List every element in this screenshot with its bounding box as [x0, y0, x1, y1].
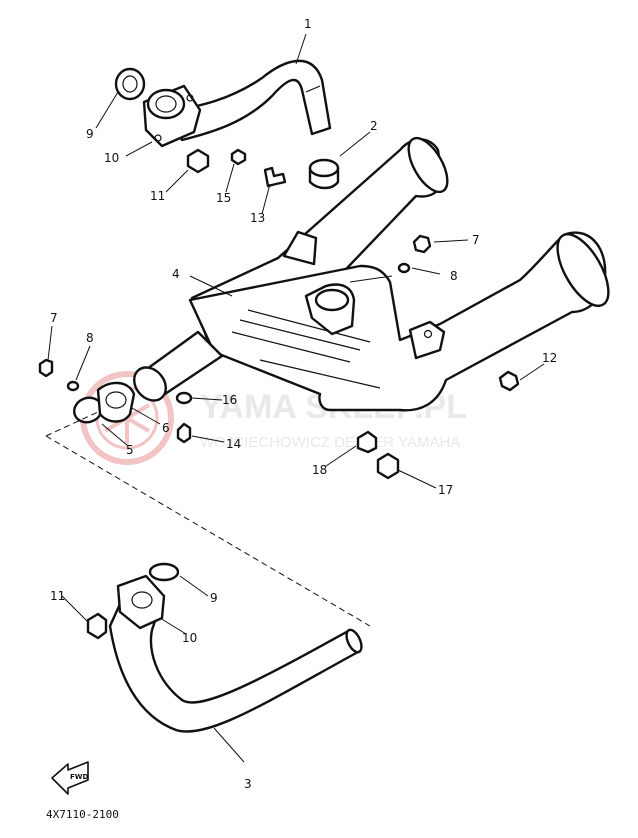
part-17-damper[interactable]	[376, 452, 400, 480]
part-11-nut-upper[interactable]	[186, 148, 210, 174]
assembly-dashed-line	[45, 411, 371, 627]
callout-6: 6	[162, 421, 170, 435]
callout-17: 17	[438, 483, 453, 497]
fwd-arrow-icon: FWD	[51, 761, 89, 795]
part-2-joint-ring[interactable]	[308, 158, 340, 190]
callout-11-upper: 11	[150, 189, 165, 203]
part-7-bolt-right[interactable]	[412, 234, 432, 254]
fwd-label: FWD	[70, 773, 89, 781]
part-16-washer[interactable]	[175, 391, 193, 405]
part-6-clamp[interactable]	[96, 381, 136, 423]
part-15-nut[interactable]	[230, 148, 247, 166]
callout-14: 14	[226, 437, 241, 451]
callout-7-right: 7	[472, 233, 480, 247]
callout-11-lower: 11	[50, 589, 65, 603]
part-11-nut-lower[interactable]	[86, 612, 108, 640]
callout-18: 18	[312, 463, 327, 477]
watermark-subtitle: WOJCIECHOWICZ DEALER YAMAHA	[200, 434, 460, 451]
part-4-muffler-assembly[interactable]	[128, 132, 619, 412]
part-9-gasket-upper[interactable]	[114, 67, 146, 101]
callout-10-upper: 10	[104, 151, 119, 165]
part-13-bolt[interactable]	[263, 166, 287, 188]
part-1-upper-exhaust-pipe[interactable]	[166, 59, 332, 142]
part-18-damper[interactable]	[356, 430, 378, 454]
callout-12: 12	[542, 351, 557, 365]
callout-5: 5	[126, 443, 134, 457]
callout-16: 16	[222, 393, 237, 407]
callout-3: 3	[244, 777, 252, 791]
callout-2: 2	[370, 119, 378, 133]
part-8-washer-right[interactable]	[397, 262, 411, 274]
callout-15: 15	[216, 191, 231, 205]
part-9-gasket-lower[interactable]	[148, 562, 180, 582]
callout-labels: 1 2 3 4 5 6 7 7 8 8 9 9 10 10 11 11 12 1…	[50, 17, 557, 791]
callout-7-left: 7	[50, 311, 58, 325]
callout-4: 4	[172, 267, 180, 281]
callout-1: 1	[304, 17, 312, 31]
leader-lines	[47, 33, 545, 763]
callout-9-lower: 9	[210, 591, 218, 605]
callout-9-upper: 9	[86, 127, 94, 141]
part-10-flange-lower[interactable]	[116, 574, 166, 630]
part-3-lower-exhaust-pipe[interactable]	[108, 594, 365, 733]
part-12-bolt[interactable]	[498, 370, 520, 392]
part-14-bolt[interactable]	[176, 422, 192, 444]
drawing-code: 4X7110-2100	[46, 808, 119, 821]
callout-13: 13	[250, 211, 265, 225]
part-10-flange-upper[interactable]	[142, 84, 202, 148]
callout-8-left: 8	[86, 331, 94, 345]
callout-10-lower: 10	[182, 631, 197, 645]
part-7-bolt-left[interactable]	[38, 358, 54, 378]
part-8-washer-left[interactable]	[66, 380, 80, 392]
callout-8-right: 8	[450, 269, 458, 283]
